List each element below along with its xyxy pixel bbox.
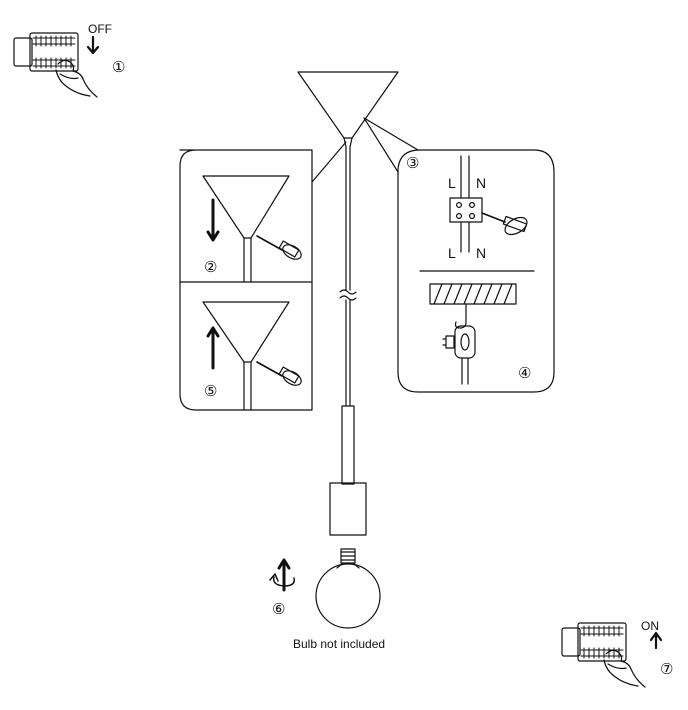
up-arrow-icon <box>206 326 220 370</box>
step-2-marker: ② <box>204 259 217 276</box>
terminal-block-icon <box>449 155 483 253</box>
step-3-marker: ③ <box>406 155 419 172</box>
right-instruction-panel <box>363 117 555 393</box>
on-arrow-icon <box>649 631 663 650</box>
pendant-cord <box>329 146 367 536</box>
breaker-on-illustration <box>561 622 663 688</box>
screwdriver-icon <box>256 235 302 260</box>
screwdriver-icon <box>256 361 302 386</box>
screwdriver-icon <box>481 212 528 236</box>
rotate-up-arrow-icon <box>269 558 296 592</box>
bulb-note: Bulb not included <box>293 637 385 651</box>
hand-icon <box>55 59 98 98</box>
on-label: ON <box>641 619 659 633</box>
ceiling-hook-icon <box>429 283 517 385</box>
step-6-marker: ⑥ <box>272 601 285 618</box>
step-7-marker: ⑦ <box>660 661 673 678</box>
bulb-illustration <box>315 548 381 629</box>
neutral-label-bottom: N <box>476 245 486 261</box>
left-instruction-panel <box>179 141 347 411</box>
hand-icon <box>603 649 646 688</box>
off-label: OFF <box>88 22 112 36</box>
live-label-bottom: L <box>448 245 456 261</box>
ceiling-canopy <box>297 71 399 148</box>
step-5-marker: ⑤ <box>204 383 217 400</box>
down-arrow-icon <box>206 198 220 242</box>
live-label-top: L <box>448 175 456 191</box>
step-1-marker: ① <box>112 59 125 76</box>
off-arrow-icon <box>86 35 100 55</box>
step-4-marker: ④ <box>518 365 531 382</box>
neutral-label-top: N <box>476 175 486 191</box>
breaker-off-illustration <box>13 32 100 98</box>
